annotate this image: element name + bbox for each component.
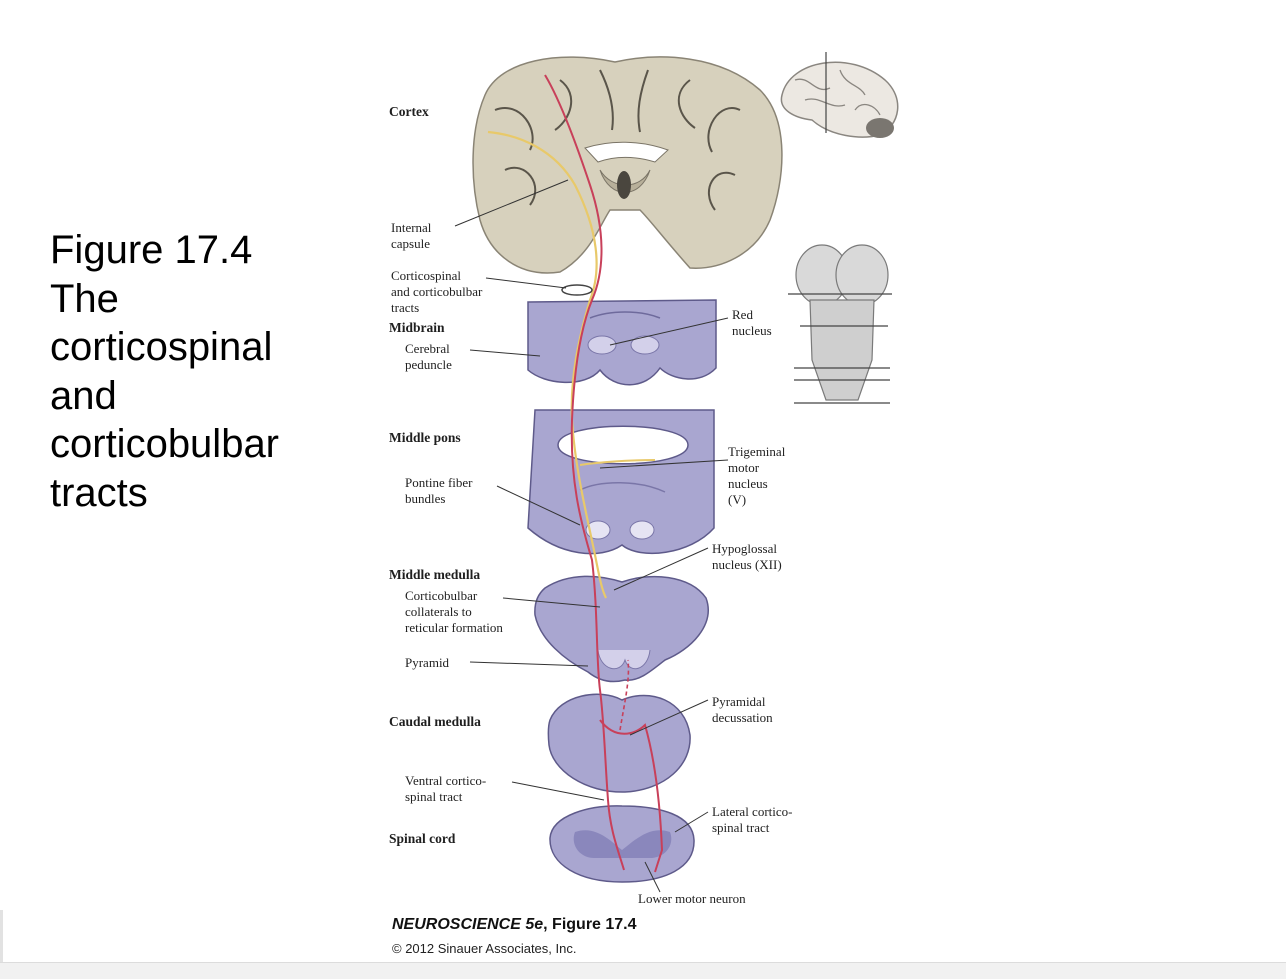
label-pyramidal-decussation: Pyramidal decussation <box>712 694 773 725</box>
label-red-nucleus: Red nucleus <box>732 307 772 338</box>
tract-crosssection-marker <box>561 284 593 296</box>
leader-lines <box>454 179 729 893</box>
label-middle-pons: Middle pons <box>389 430 461 445</box>
pons-section <box>527 409 715 555</box>
label-middle-medulla: Middle medulla <box>389 567 481 582</box>
label-corticospinal-corticobulbar-tracts: Corticospinal and corticobulbar tracts <box>391 268 483 315</box>
left-edge-divider <box>0 910 3 962</box>
spinal-cord-section <box>549 805 695 883</box>
label-lower-motor-neuron: Lower motor neuron <box>638 891 746 906</box>
slide-title: Figure 17.4 The corticospinal and cortic… <box>50 226 340 517</box>
label-trigeminal-motor-nucleus: Trigeminal motor nucleus (V) <box>728 444 786 507</box>
title-line: corticobulbar <box>50 422 280 466</box>
corticospinal-tract <box>544 74 664 873</box>
label-internal-capsule: Internal capsule <box>391 220 432 251</box>
brainstem-inset <box>788 244 892 404</box>
label-lateral-corticospinal-tract: Lateral cortico- spinal tract <box>712 804 793 835</box>
caption-figure-number: , Figure 17.4 <box>543 916 637 933</box>
middle-medulla-section <box>534 575 709 683</box>
copyright-notice: © 2012 Sinauer Associates, Inc. <box>392 941 577 956</box>
label-caudal-medulla: Caudal medulla <box>389 714 481 729</box>
title-line: tracts <box>50 470 148 515</box>
label-pontine-fiber-bundles: Pontine fiber bundles <box>405 475 473 506</box>
label-spinal-cord: Spinal cord <box>389 831 456 846</box>
title-line: corticospinal <box>50 325 273 369</box>
label-cortex: Cortex <box>389 104 429 119</box>
figure-caption: NEUROSCIENCE 5e, Figure 17.4 <box>392 916 637 934</box>
bottom-scroll-bar[interactable] <box>0 962 1286 979</box>
label-midbrain: Midbrain <box>389 320 445 335</box>
coronal-brain-section <box>472 56 783 274</box>
caption-book-title: NEUROSCIENCE 5e <box>392 916 544 933</box>
title-line: The <box>50 276 119 321</box>
title-line: and <box>50 373 117 418</box>
brain-inset <box>780 52 899 138</box>
label-cerebral-peduncle: Cerebral peduncle <box>405 341 452 372</box>
caudal-medulla-section <box>547 693 691 793</box>
corticobulbar-tract <box>487 130 656 599</box>
label-pyramid: Pyramid <box>405 655 450 670</box>
title-line: Figure 17.4 <box>50 228 253 272</box>
label-hypoglossal-nucleus: Hypoglossal nucleus (XII) <box>712 541 782 572</box>
label-ventral-corticospinal-tract: Ventral cortico- spinal tract <box>405 773 487 804</box>
label-corticobulbar-collaterals: Corticobulbar collaterals to reticular f… <box>405 588 503 635</box>
